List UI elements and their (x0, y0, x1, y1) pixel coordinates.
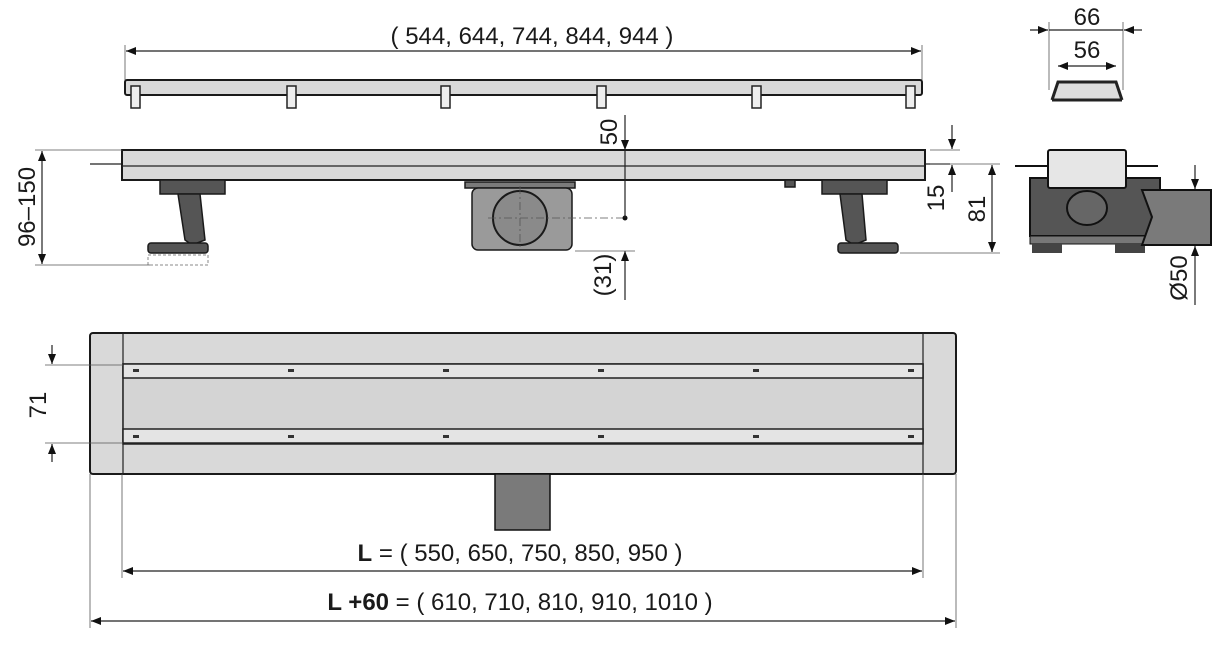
outlet-offset-label: (31) (590, 254, 617, 297)
length-symbol: L (358, 540, 373, 567)
outlet-diameter-label: Ø50 (1166, 255, 1193, 300)
length-plus-symbol: L +60 (327, 589, 389, 616)
length-plus-label: L +60 = ( 610, 710, 810, 910, 1010 ) (327, 589, 712, 616)
height-range-label: 96–150 (14, 167, 41, 247)
depth-50-label: 50 (596, 119, 623, 146)
channel-plan-view: 71 L = ( 550, 650, 750, 850, 950 ) L +60… (25, 332, 957, 628)
section-inner-width-label: 56 (1074, 37, 1101, 64)
rim-height-label: 15 (923, 185, 950, 212)
grate-top-elevation: ( 544, 644, 744, 844, 944 ) (124, 23, 923, 109)
side-view-dimensions: 50 (31) 96–150 15 81 (14, 115, 1000, 300)
length-values: = ( 550, 650, 750, 850, 950 ) (372, 540, 682, 567)
grate-width-label: 71 (25, 392, 52, 419)
length-label: L = ( 550, 650, 750, 850, 950 ) (358, 540, 683, 567)
top-length-label: ( 544, 644, 744, 844, 944 ) (391, 23, 674, 50)
channel-cross-section: 66 56 Ø50 (1015, 4, 1212, 305)
channel-side-view (90, 149, 950, 266)
section-outer-width-label: 66 (1074, 4, 1101, 31)
length-plus-values: = ( 610, 710, 810, 910, 1010 ) (389, 589, 713, 616)
total-height-label: 81 (964, 196, 991, 223)
